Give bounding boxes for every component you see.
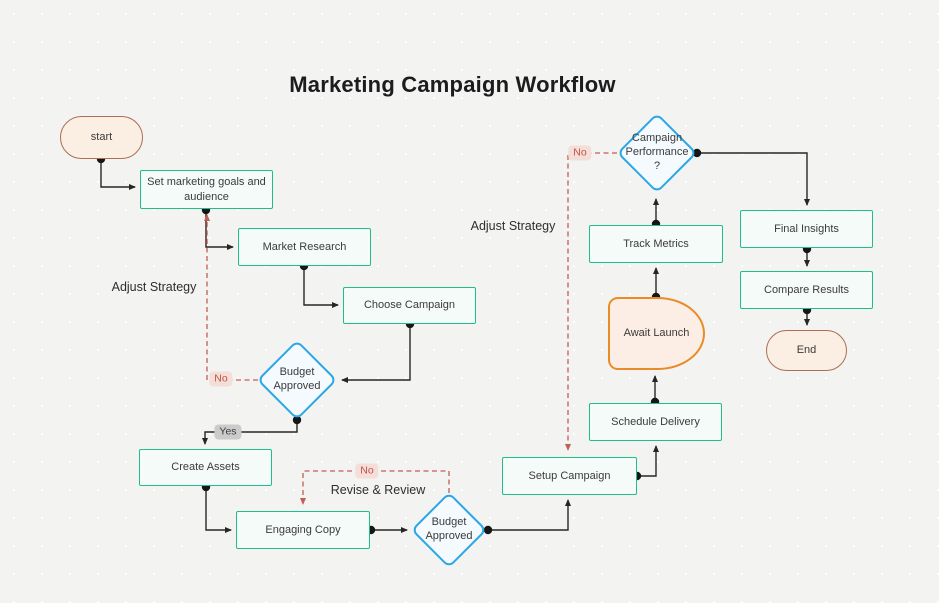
edge-start-setgoals (100, 159, 136, 190)
node-setup-campaign[interactable]: Setup Campaign (502, 457, 637, 495)
edge-performance-insights (697, 152, 810, 206)
node-engaging-copy[interactable]: Engaging Copy (236, 511, 370, 549)
node-setup-campaign-label: Setup Campaign (528, 469, 611, 482)
label-no-budget-2[interactable]: No (355, 463, 379, 479)
node-budget-approved-1-label: Budget Approved (273, 366, 321, 392)
label-no-budget-1[interactable]: No (209, 371, 233, 387)
node-end[interactable]: End (766, 330, 847, 371)
node-final-insights[interactable]: Final Insights (740, 210, 873, 248)
node-set-goals-label: Set marketing goals and audience (147, 176, 266, 203)
diagram-title[interactable]: Marketing Campaign Workflow (289, 72, 616, 97)
node-create-assets[interactable]: Create Assets (139, 449, 272, 486)
node-compare-results[interactable]: Compare Results (740, 271, 873, 309)
node-track-metrics[interactable]: Track Metrics (589, 225, 723, 263)
node-await-launch[interactable]: Await Launch (608, 297, 705, 370)
edge-research-choose (303, 266, 339, 308)
node-start[interactable]: start (60, 116, 143, 159)
label-no-performance[interactable]: No (568, 145, 592, 161)
node-budget-approved-2-label: Budget Approved (425, 516, 473, 542)
label-adjust-strategy-right[interactable]: Adjust Strategy (470, 219, 556, 233)
node-schedule-delivery[interactable]: Schedule Delivery (589, 403, 722, 441)
node-market-research[interactable]: Market Research (238, 228, 371, 266)
node-budget-approved-1[interactable]: Budget Approved (256, 339, 338, 421)
node-await-launch-label: Await Launch (623, 327, 690, 340)
edge-choose-budget1 (341, 324, 411, 383)
node-track-metrics-label: Track Metrics (623, 237, 689, 250)
node-budget-approved-2[interactable]: Budget Approved (410, 491, 488, 569)
node-campaign-performance-label: Campaign Performance ? (625, 132, 689, 172)
edge-budget2-setup (488, 499, 571, 531)
node-final-insights-label: Final Insights (774, 222, 839, 235)
node-campaign-performance[interactable]: Campaign Performance ? (616, 112, 698, 194)
node-choose-campaign-label: Choose Campaign (363, 299, 456, 312)
node-compare-results-label: Compare Results (764, 283, 849, 296)
node-engaging-copy-label: Engaging Copy (265, 523, 341, 536)
node-choose-campaign[interactable]: Choose Campaign (343, 287, 476, 324)
node-end-label: End (796, 344, 817, 357)
edge-setup-schedule (637, 445, 659, 477)
label-adjust-strategy-left[interactable]: Adjust Strategy (111, 280, 197, 294)
node-set-goals[interactable]: Set marketing goals and audience (140, 170, 273, 209)
label-yes-budget-1[interactable]: Yes (214, 424, 242, 440)
node-schedule-delivery-label: Schedule Delivery (611, 415, 700, 428)
edge-create-copy (205, 487, 232, 533)
node-start-label: start (90, 131, 113, 144)
node-create-assets-label: Create Assets (171, 461, 240, 474)
edge-setgoals-research (205, 209, 234, 250)
node-market-research-label: Market Research (262, 240, 347, 253)
label-revise-review[interactable]: Revise & Review (330, 483, 426, 497)
